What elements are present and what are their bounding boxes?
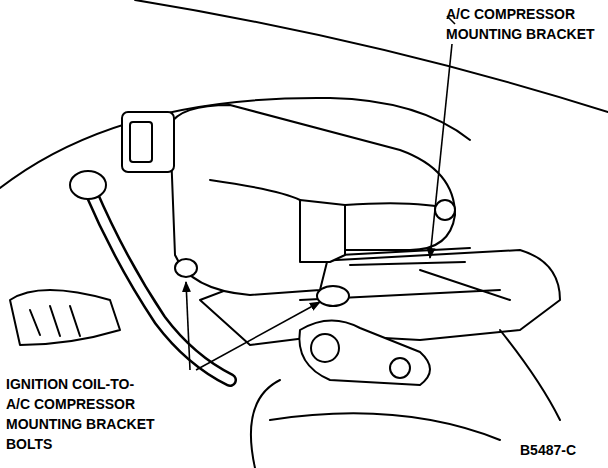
tensioner-pivot (390, 358, 410, 378)
coil-seam (210, 180, 452, 210)
wire-boot (70, 171, 106, 199)
ignition-wire (90, 190, 230, 380)
connector-latch (130, 122, 152, 162)
coil-body (170, 105, 455, 295)
bracket-hole (435, 200, 455, 220)
part-label: IGNITION COIL-TO- A/C COMPRESSOR MOUNTIN… (6, 374, 158, 454)
bolt-head (317, 286, 349, 306)
ignition-wire-core (90, 190, 230, 380)
leader-line (186, 282, 190, 370)
engine-contour (251, 330, 560, 468)
coil-connector (122, 112, 174, 172)
part-label: A/C COMPRESSOR MOUNTING BRACKET (446, 4, 602, 44)
tensioner-arm (299, 320, 430, 385)
left-component-ribs (30, 306, 80, 336)
coil-tower (300, 200, 345, 262)
left-component (10, 290, 120, 345)
leader-line (196, 302, 320, 370)
leader-line (430, 44, 452, 258)
tensioner-pivot (311, 334, 339, 362)
bolt-head (175, 259, 197, 277)
figure-number: B5487-C (520, 440, 600, 460)
hood-edge (135, 0, 608, 112)
